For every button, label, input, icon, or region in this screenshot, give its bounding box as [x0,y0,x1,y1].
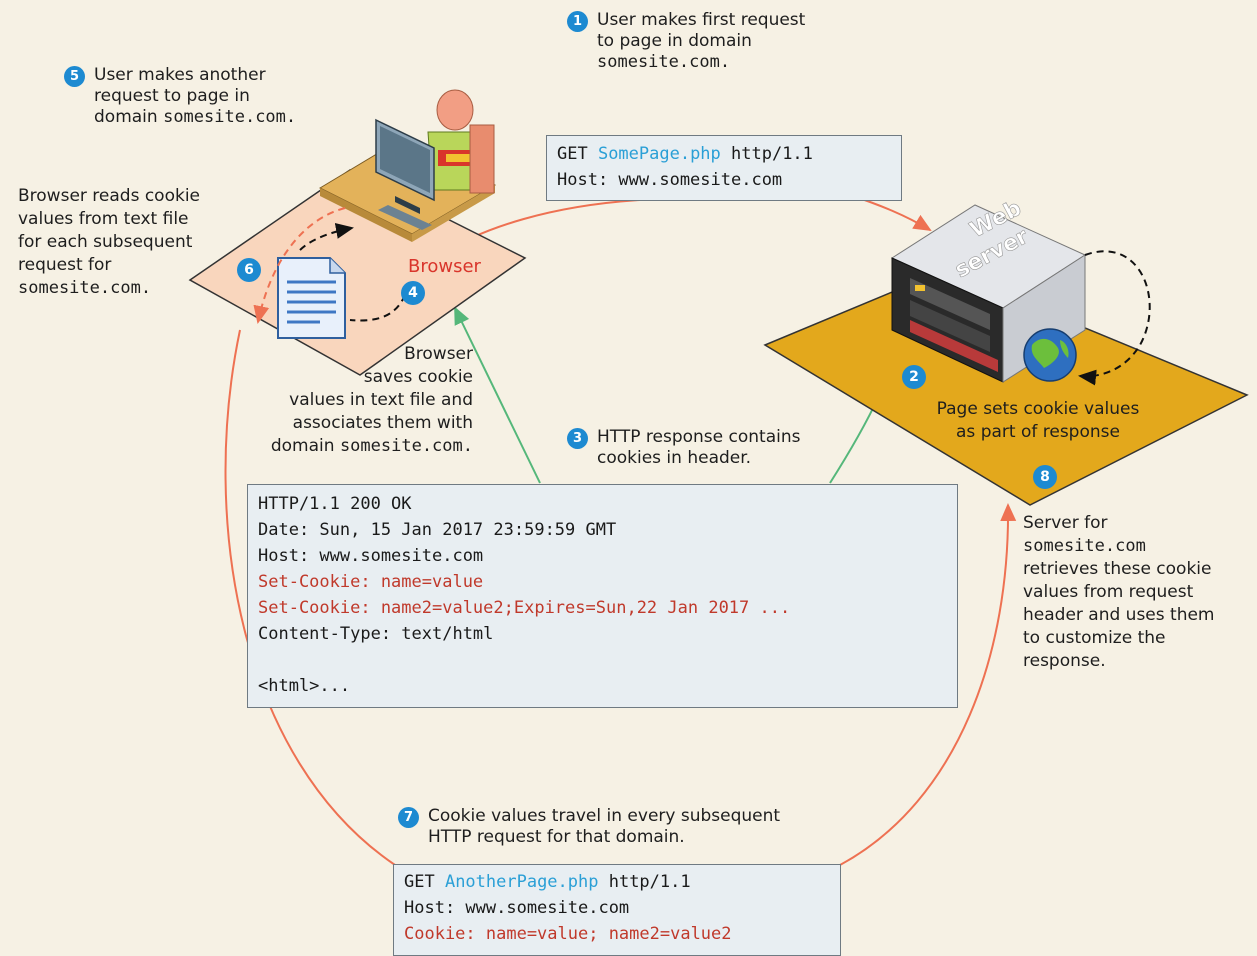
first-request-line-2: Host: www.somesite.com [557,170,783,190]
step-8-line-5: header and uses them [1023,605,1215,625]
response-line-3: Host: www.somesite.com [258,546,484,566]
step-1-badge: 1 [567,11,588,32]
step-8-badge: 8 [1033,465,1057,489]
second-request-line-2: Host: www.somesite.com [404,898,630,918]
server-loop-dashed-arrow [1078,250,1151,386]
globe-icon [1023,328,1077,382]
step-6-line-4: request for [18,255,112,275]
response-line-7 [258,647,947,673]
step-5-line-1: User makes another [94,65,266,85]
response-set-cookie-1: Set-Cookie: name=value [258,572,484,592]
step-6-line-5: somesite.com. [18,278,152,298]
http-response-box: HTTP/1.1 200 OK Date: Sun, 15 Jan 2017 23… [247,484,958,708]
read-cookie-dashed-arrow [299,222,354,251]
step-4-text: Browser saves cookie values in text file… [190,343,473,458]
step-1-line-2: to page in domain [597,31,752,51]
step-5-badge: 5 [64,66,85,87]
computer-monitor [375,118,435,230]
step-6-text: Browser reads cookie values from text fi… [18,185,200,300]
step-7-callout: 7 Cookie values travel in every subseque… [398,806,780,848]
step-8-line-4: values from request [1023,582,1194,602]
response-line-1: HTTP/1.1 200 OK [258,494,412,514]
user-figure [427,89,495,194]
step-4-badge: 4 [401,281,425,305]
step-4-line-3: values in text file and [289,390,473,410]
step-3-badge: 3 [567,428,588,449]
response-set-cookie-2: Set-Cookie: name2=value2;Expires=Sun,22 … [258,598,791,618]
step-3-line-1: HTTP response contains [597,427,801,447]
cookie-cycle-left-arc [224,329,396,866]
server-platform [763,269,1249,506]
step-5-line-3: domain somesite.com. [94,107,297,127]
step-8-line-1: Server for [1023,513,1108,533]
save-cookie-dashed-arrow [349,294,406,322]
step-8-line-6: to customize the [1023,628,1166,648]
step-2-text: Page sets cookie values as part of respo… [913,398,1163,444]
step-4-line-2: saves cookie [363,367,473,387]
step-7-line-2: HTTP request for that domain. [428,827,685,847]
browser-label: Browser [408,256,482,277]
cookie-text-file-icon [277,257,346,339]
step-3-callout: 3 HTTP response contains cookies in head… [567,427,801,469]
first-request-line-1: GET SomePage.php http/1.1 [557,144,813,164]
step-8-text: Server for somesite.com retrieves these … [1023,512,1215,673]
step-2-line-1: Page sets cookie values [936,399,1140,419]
step-6-line-3: for each subsequent [18,232,193,252]
step-6-line-2: values from text file [18,209,189,229]
step-1-callout: 1 User makes first request to page in do… [567,10,805,73]
response-arrow-left [454,306,541,484]
step-8-line-7: response. [1023,651,1106,671]
step-8-line-3: retrieves these cookie [1023,559,1212,579]
response-line-2: Date: Sun, 15 Jan 2017 23:59:59 GMT [258,520,617,540]
step-6-badge: 6 [237,258,261,282]
step-4-line-4: associates them with [292,413,473,433]
step-7-line-1: Cookie values travel in every subsequent [428,806,781,826]
cookie-cycle-right-arc [839,503,1017,866]
step-2-line-2: as part of response [956,422,1120,442]
step-4-line-1: Browser [404,344,473,364]
second-request-cookie-line: Cookie: name=value; name2=value2 [404,924,732,944]
second-request-line-1: GET AnotherPage.php http/1.1 [404,872,691,892]
response-line-8: <html>... [258,676,351,696]
step-4-line-5: domain somesite.com. [270,436,473,456]
read-cookie-orange-dashed-arrow [253,207,346,324]
step-8-line-2: somesite.com [1023,536,1146,556]
step-5-line-2: request to page in [94,86,250,106]
step-1-line-3: somesite.com. [597,52,731,72]
response-line-6: Content-Type: text/html [258,624,494,644]
step-2-badge: 2 [902,365,926,389]
step-5-callout: 5 User makes another request to page in … [64,65,296,128]
step-1-line-1: User makes first request [597,10,806,30]
step-7-badge: 7 [398,807,419,828]
step-6-line-1: Browser reads cookie [18,186,201,206]
step-3-line-2: cookies in header. [597,448,752,468]
web-server-icon [890,204,1087,383]
